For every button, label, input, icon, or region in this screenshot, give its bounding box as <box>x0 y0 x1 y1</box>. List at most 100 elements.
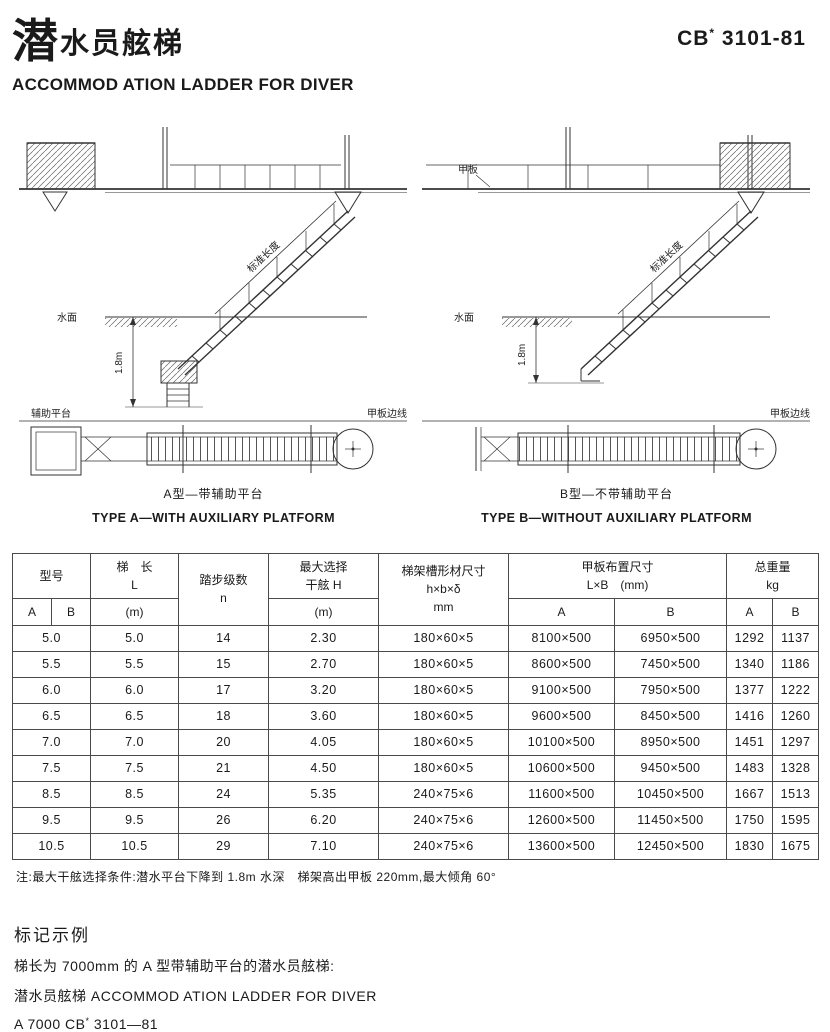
marking-code-suffix: 3101—81 <box>93 1015 159 1032</box>
aux-platform-label: 辅助平台 <box>31 407 71 420</box>
table-cell: 180×60×5 <box>378 676 510 704</box>
water-surface-label: 水面 <box>454 312 474 324</box>
col-deck-b: B <box>614 597 728 626</box>
table-cell: 3.20 <box>268 676 380 704</box>
table-cell: 7450×500 <box>614 650 728 678</box>
deck-label: 甲板 <box>458 163 478 176</box>
table-cell: 1451 <box>726 728 774 756</box>
table-cell: 2.70 <box>268 650 380 678</box>
table-cell: 1222 <box>772 676 820 704</box>
table-cell: 240×75×6 <box>378 832 510 860</box>
depth-dimension-label: 1.8m <box>517 343 528 365</box>
table-cell: 24 <box>178 780 270 808</box>
table-cell: 9100×500 <box>508 676 616 704</box>
title-rest: 水员舷梯 <box>60 28 185 60</box>
table-cell: 6.5 <box>11 702 92 730</box>
deck-edge-label: 甲板边线 <box>367 407 407 420</box>
type-b-annotations: 甲板 水面 1.8m 标准长度 甲板边线 <box>454 163 810 420</box>
page-title: 潜水员舷梯 <box>12 16 354 67</box>
table-cell: 180×60×5 <box>378 650 510 678</box>
spec-table-head: 型号 梯 长 L 踏步级数 n 最大选择 干舷 H 梯架槽形材尺寸 h×b×δ … <box>11 552 820 626</box>
table-cell: 4.05 <box>268 728 380 756</box>
table-cell: 1830 <box>726 832 774 860</box>
spec-table: 型号 梯 长 L 踏步级数 n 最大选择 干舷 H 梯架槽形材尺寸 h×b×δ … <box>11 552 820 860</box>
table-cell: 8.5 <box>90 780 180 808</box>
table-cell: 5.5 <box>90 650 180 678</box>
deck-edge-label: 甲板边线 <box>770 407 810 420</box>
table-cell: 1483 <box>726 754 774 782</box>
table-cell: 7.5 <box>11 754 92 782</box>
table-cell: 1186 <box>772 650 820 678</box>
table-cell: 1328 <box>772 754 820 782</box>
type-b-side-elevation <box>421 126 810 383</box>
table-cell: 4.50 <box>268 754 380 782</box>
col-weight-b: B <box>772 597 820 626</box>
marking-line-2: 潜水员舷梯 ACCOMMOD ATION LADDER FOR DIVER <box>14 987 377 1004</box>
table-cell: 9450×500 <box>614 754 728 782</box>
table-cell: 26 <box>178 806 270 834</box>
type-a-caption-cn: A型—带辅助平台 <box>163 486 264 501</box>
marking-code-star: * <box>85 1015 90 1026</box>
col-length-unit: (m) <box>90 597 180 626</box>
marking-code-prefix: A 7000 CB <box>14 1015 86 1032</box>
col-model: 型号 <box>11 552 92 599</box>
title-block: 潜水员舷梯 ACCOMMOD ATION LADDER FOR DIVER <box>12 16 354 95</box>
table-cell: 8.5 <box>11 780 92 808</box>
col-weight-a: A <box>726 597 774 626</box>
depth-dimension-label: 1.8m <box>114 351 125 373</box>
col-length: 梯 长 L <box>90 552 180 599</box>
table-cell: 1416 <box>726 702 774 730</box>
table-cell: 9.5 <box>11 806 92 834</box>
col-channel: 梯架槽形材尺寸 h×b×δ mm <box>378 552 510 626</box>
type-a-drawing: 水面 1.8m 标准长度 辅助平台 甲板边线 <box>18 126 407 476</box>
type-a-plan-view <box>18 420 407 476</box>
table-cell: 12450×500 <box>614 832 728 860</box>
col-weight: 总重量 kg <box>726 552 820 599</box>
table-cell: 5.35 <box>268 780 380 808</box>
table-cell: 10.5 <box>11 832 92 860</box>
water-surface-label: 水面 <box>57 312 77 324</box>
table-cell: 6.0 <box>90 676 180 704</box>
table-cell: 5.0 <box>11 624 92 652</box>
table-cell: 1513 <box>772 780 820 808</box>
type-a-caption-en: TYPE A—WITH AUXILIARY PLATFORM <box>92 510 335 525</box>
table-cell: 1260 <box>772 702 820 730</box>
table-cell: 9600×500 <box>508 702 616 730</box>
standard-code-prefix: CB <box>677 27 710 50</box>
col-freeboard: 最大选择 干舷 H <box>268 552 380 599</box>
table-cell: 13600×500 <box>508 832 616 860</box>
table-cell: 6.20 <box>268 806 380 834</box>
col-model-a: A <box>12 597 52 626</box>
table-cell: 10450×500 <box>614 780 728 808</box>
table-cell: 7.5 <box>90 754 180 782</box>
table-cell: 240×75×6 <box>378 780 510 808</box>
table-cell: 7.0 <box>90 728 180 756</box>
table-cell: 180×60×5 <box>378 754 510 782</box>
table-cell: 21 <box>178 754 270 782</box>
table-cell: 2.30 <box>268 624 380 652</box>
table-cell: 14 <box>178 624 270 652</box>
table-cell: 8450×500 <box>614 702 728 730</box>
standard-code-number: 3101-81 <box>721 27 806 50</box>
table-note: 注:最大干舷选择条件:潜水平台下降到 1.8m 水深 梯架高出甲板 220mm,… <box>16 869 497 884</box>
table-cell: 1675 <box>772 832 820 860</box>
table-cell: 180×60×5 <box>378 702 510 730</box>
table-cell: 9.5 <box>90 806 180 834</box>
table-cell: 15 <box>178 650 270 678</box>
table-cell: 8600×500 <box>508 650 616 678</box>
table-header-row-1: 型号 梯 长 L 踏步级数 n 最大选择 干舷 H 梯架槽形材尺寸 h×b×δ … <box>11 552 820 626</box>
table-cell: 3.60 <box>268 702 380 730</box>
title-first-char: 潜 <box>12 15 60 67</box>
standard-code-star: * <box>709 26 716 40</box>
table-cell: 240×75×6 <box>378 806 510 834</box>
table-cell: 10.5 <box>90 832 180 860</box>
table-cell: 6950×500 <box>614 624 728 652</box>
type-b-plan-view <box>421 420 810 473</box>
table-cell: 10100×500 <box>508 728 616 756</box>
